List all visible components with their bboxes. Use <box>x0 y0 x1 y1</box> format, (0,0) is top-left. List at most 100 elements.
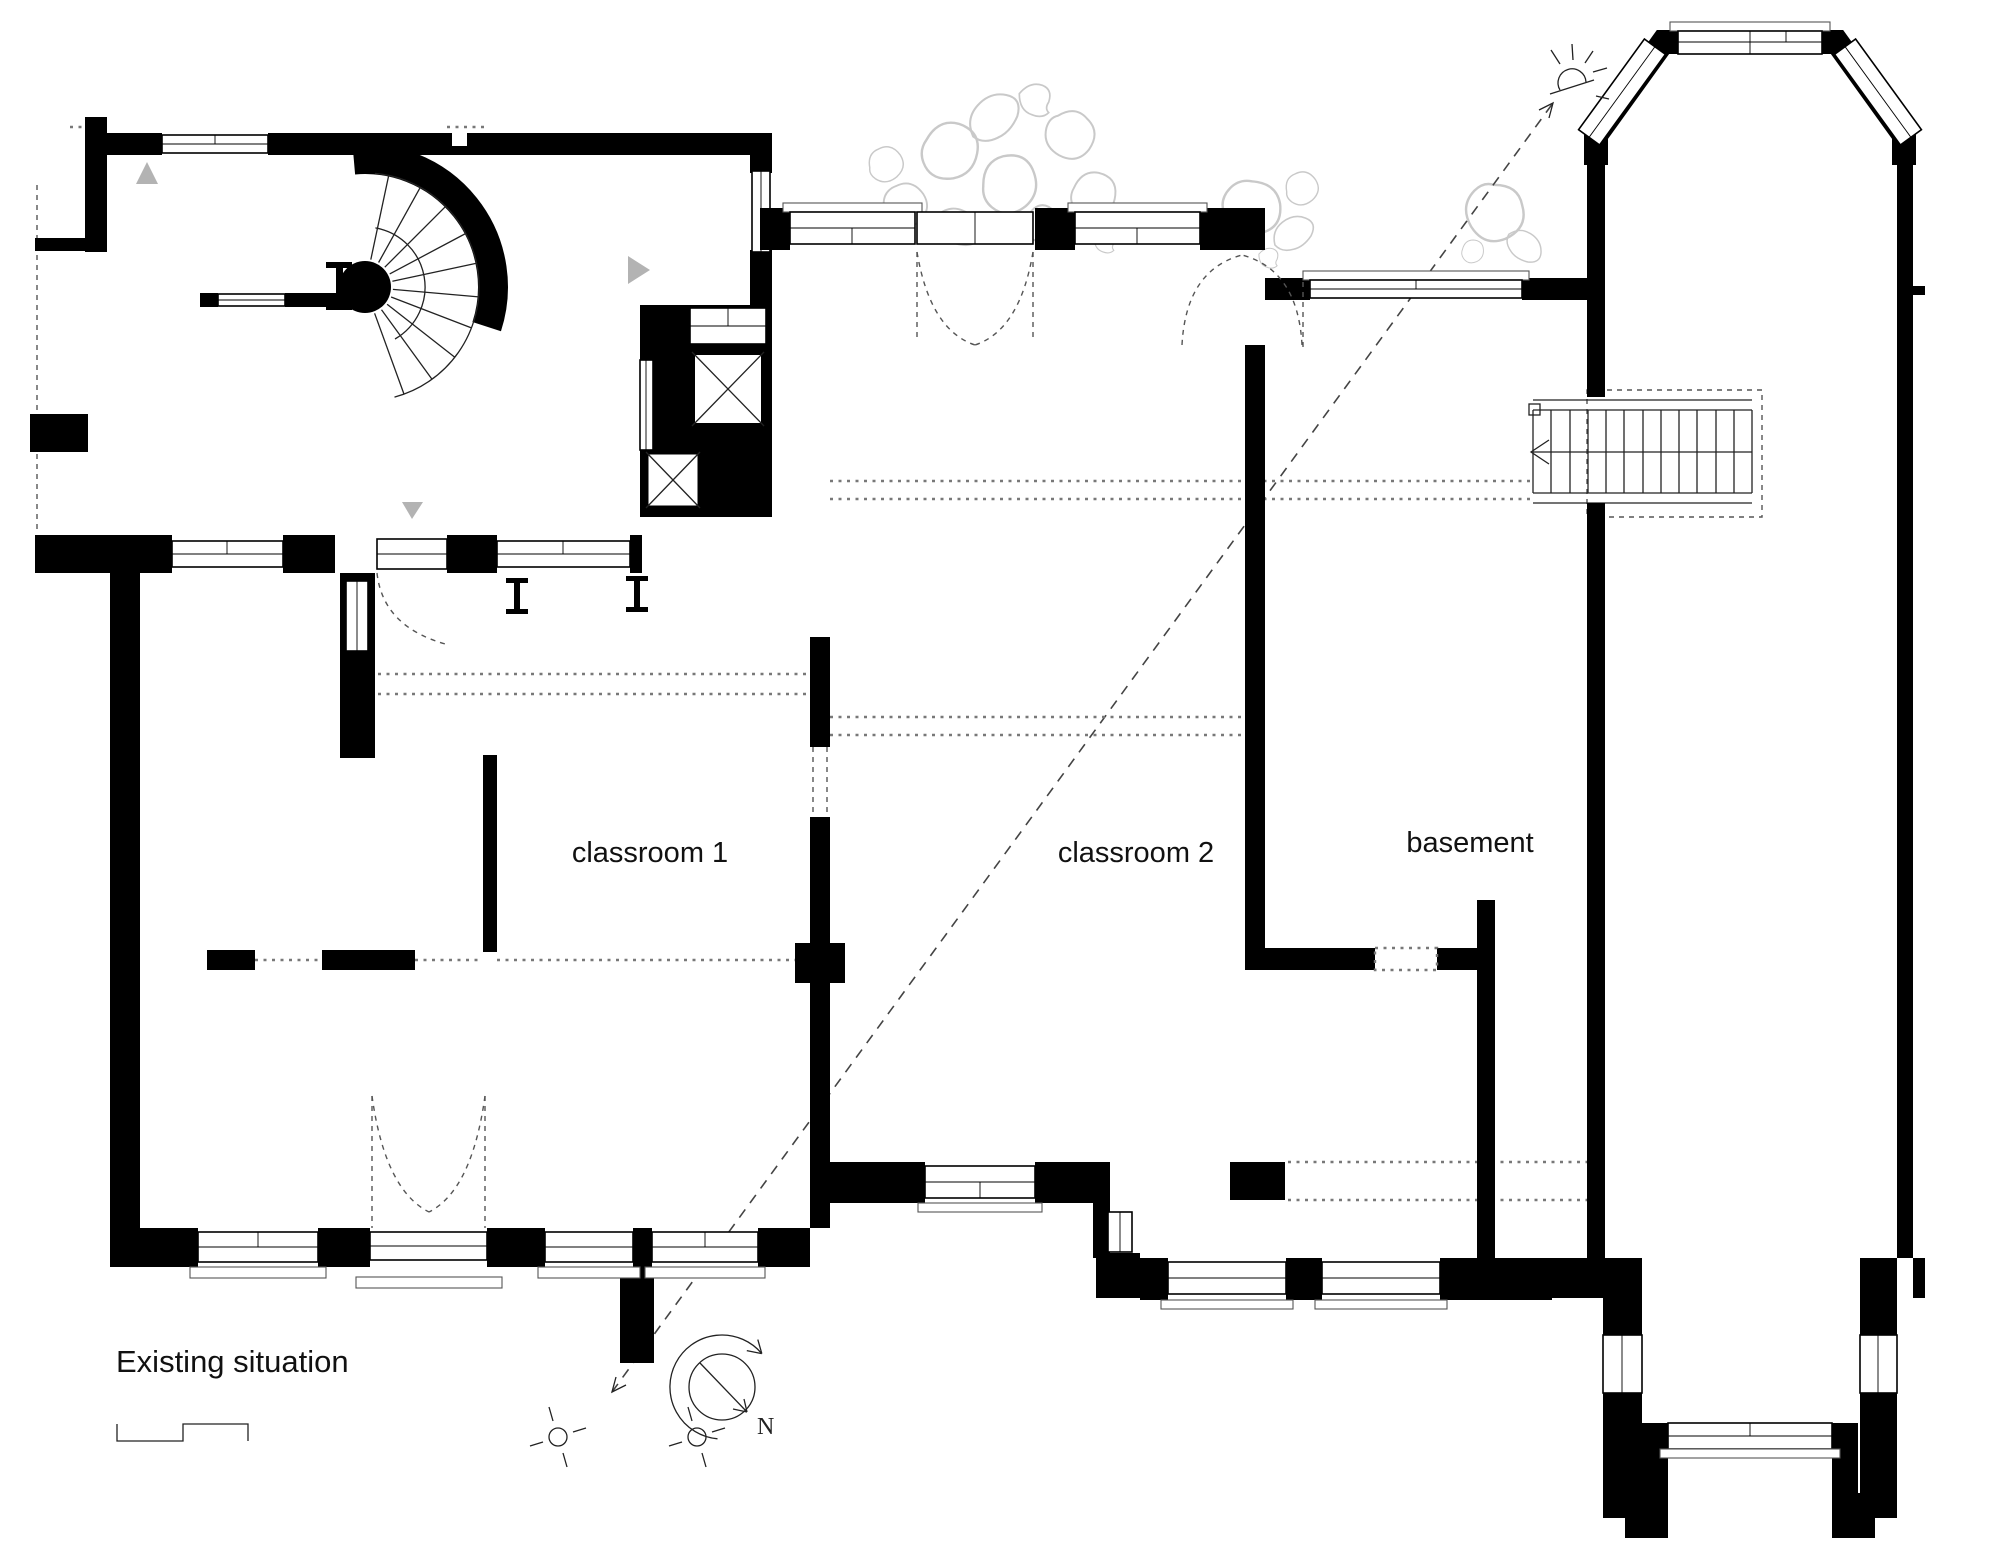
wall-step <box>1832 1518 1875 1538</box>
tree-blob <box>1258 247 1279 269</box>
wall <box>750 155 772 173</box>
wall <box>758 1228 810 1267</box>
room-label-basement: basement <box>1406 827 1533 859</box>
wall <box>110 573 140 1228</box>
wall <box>1587 503 1605 1258</box>
window-middle-west <box>171 540 284 568</box>
drawing-title: Existing situation <box>116 1344 349 1379</box>
wall <box>810 1162 925 1203</box>
compass-needle-icon <box>699 1362 748 1413</box>
sun-symbol-icon-right <box>668 1406 726 1468</box>
wall-notch <box>452 133 467 146</box>
double-door-south <box>355 1095 503 1289</box>
window-middle-east <box>496 540 631 568</box>
east-wing-walls <box>1245 278 1587 1258</box>
tree-blob <box>868 146 905 183</box>
door-swing-arc <box>376 572 450 646</box>
se-wing-south-wall <box>1140 1162 1642 1300</box>
entrance-double-door-north <box>916 211 1034 346</box>
window-classroom1-stub <box>345 580 369 652</box>
spiral-stair <box>326 144 508 398</box>
compass: N <box>669 1334 774 1440</box>
door-threshold <box>355 1276 503 1289</box>
steel-column-icon <box>326 262 352 310</box>
sight-line <box>611 102 1554 1393</box>
window-classroom2-south <box>917 1165 1043 1213</box>
tree-canopy-cluster-east <box>1459 178 1549 270</box>
window-classroom2-north-2 <box>1067 202 1208 245</box>
wall <box>1440 1258 1552 1300</box>
wall <box>1587 160 1605 397</box>
stair-treads <box>1532 410 1753 493</box>
tree-blob <box>1500 222 1549 270</box>
wall <box>630 535 642 573</box>
wall-step <box>1852 1493 1897 1518</box>
north-label: N <box>757 1414 774 1440</box>
wall <box>810 817 830 943</box>
wall <box>1860 1393 1897 1497</box>
stair-outer-tread-arc <box>374 172 480 398</box>
wall <box>633 1228 652 1267</box>
wall <box>1265 278 1310 300</box>
wall <box>283 535 335 573</box>
middle-wall-band <box>35 535 642 573</box>
wall <box>200 293 218 307</box>
classroom2-south-wall <box>795 637 1140 1298</box>
tree-blob <box>1285 171 1319 206</box>
tree-blob <box>958 82 1029 152</box>
window-classroom2-north-1 <box>782 202 923 245</box>
stair-direction-arrow <box>1529 439 1550 465</box>
tree-blob <box>1038 104 1103 168</box>
bay-window-right-diagonal <box>1833 37 1923 147</box>
wall <box>1035 1162 1110 1203</box>
window-se-wing-1 <box>1160 1261 1294 1310</box>
wall <box>30 414 88 452</box>
core-shaft-block <box>639 305 772 517</box>
wall <box>487 1228 545 1267</box>
partition-wall <box>483 755 497 952</box>
window-core-west <box>639 359 654 451</box>
wall <box>1096 1253 1140 1298</box>
window-core-top <box>689 307 767 345</box>
wall <box>1522 278 1587 300</box>
wall <box>1437 948 1480 970</box>
arrowhead-bottom <box>611 1376 627 1394</box>
wall <box>750 250 772 308</box>
wall <box>107 133 162 155</box>
wall-step <box>1625 1518 1668 1538</box>
wall-pier <box>620 1267 654 1363</box>
tree-blob <box>1459 178 1530 248</box>
wall <box>35 535 172 573</box>
wall <box>1860 1258 1897 1335</box>
arrowhead-top <box>1538 101 1554 119</box>
wall <box>1093 1203 1110 1258</box>
entrance-triangle-down-icon <box>402 502 423 519</box>
wall-ledge <box>1913 286 1925 295</box>
tree-blob <box>1461 239 1484 264</box>
wall <box>1140 1258 1168 1300</box>
wall <box>760 208 790 250</box>
elevator-shaft-upper <box>689 349 767 429</box>
wall <box>810 637 830 747</box>
steel-column-icon <box>506 578 528 614</box>
bay-window-left-diagonal <box>1577 37 1667 147</box>
window-east-wing-north <box>1302 270 1530 299</box>
wall <box>1477 900 1495 1258</box>
window-below-spiral-stair <box>217 293 286 307</box>
window-bottom-tower-east <box>1859 1334 1898 1394</box>
needle-arrowhead <box>732 1398 748 1413</box>
wall <box>1603 1393 1642 1497</box>
north-rotation-arrow-icon <box>669 1334 763 1440</box>
steel-column-icon <box>626 576 648 612</box>
wall <box>1230 1162 1285 1200</box>
stair-hall-walls <box>30 117 772 452</box>
removed-wall-opening <box>1373 946 1439 972</box>
entrance-triangle-up-icon <box>136 162 158 184</box>
wall <box>318 1228 370 1267</box>
partition-wall <box>322 950 415 970</box>
elevator-shaft-lower <box>643 449 703 511</box>
window-south-2 <box>537 1231 641 1279</box>
wall-step <box>1603 1493 1648 1518</box>
stair-newel-hub <box>339 261 391 313</box>
